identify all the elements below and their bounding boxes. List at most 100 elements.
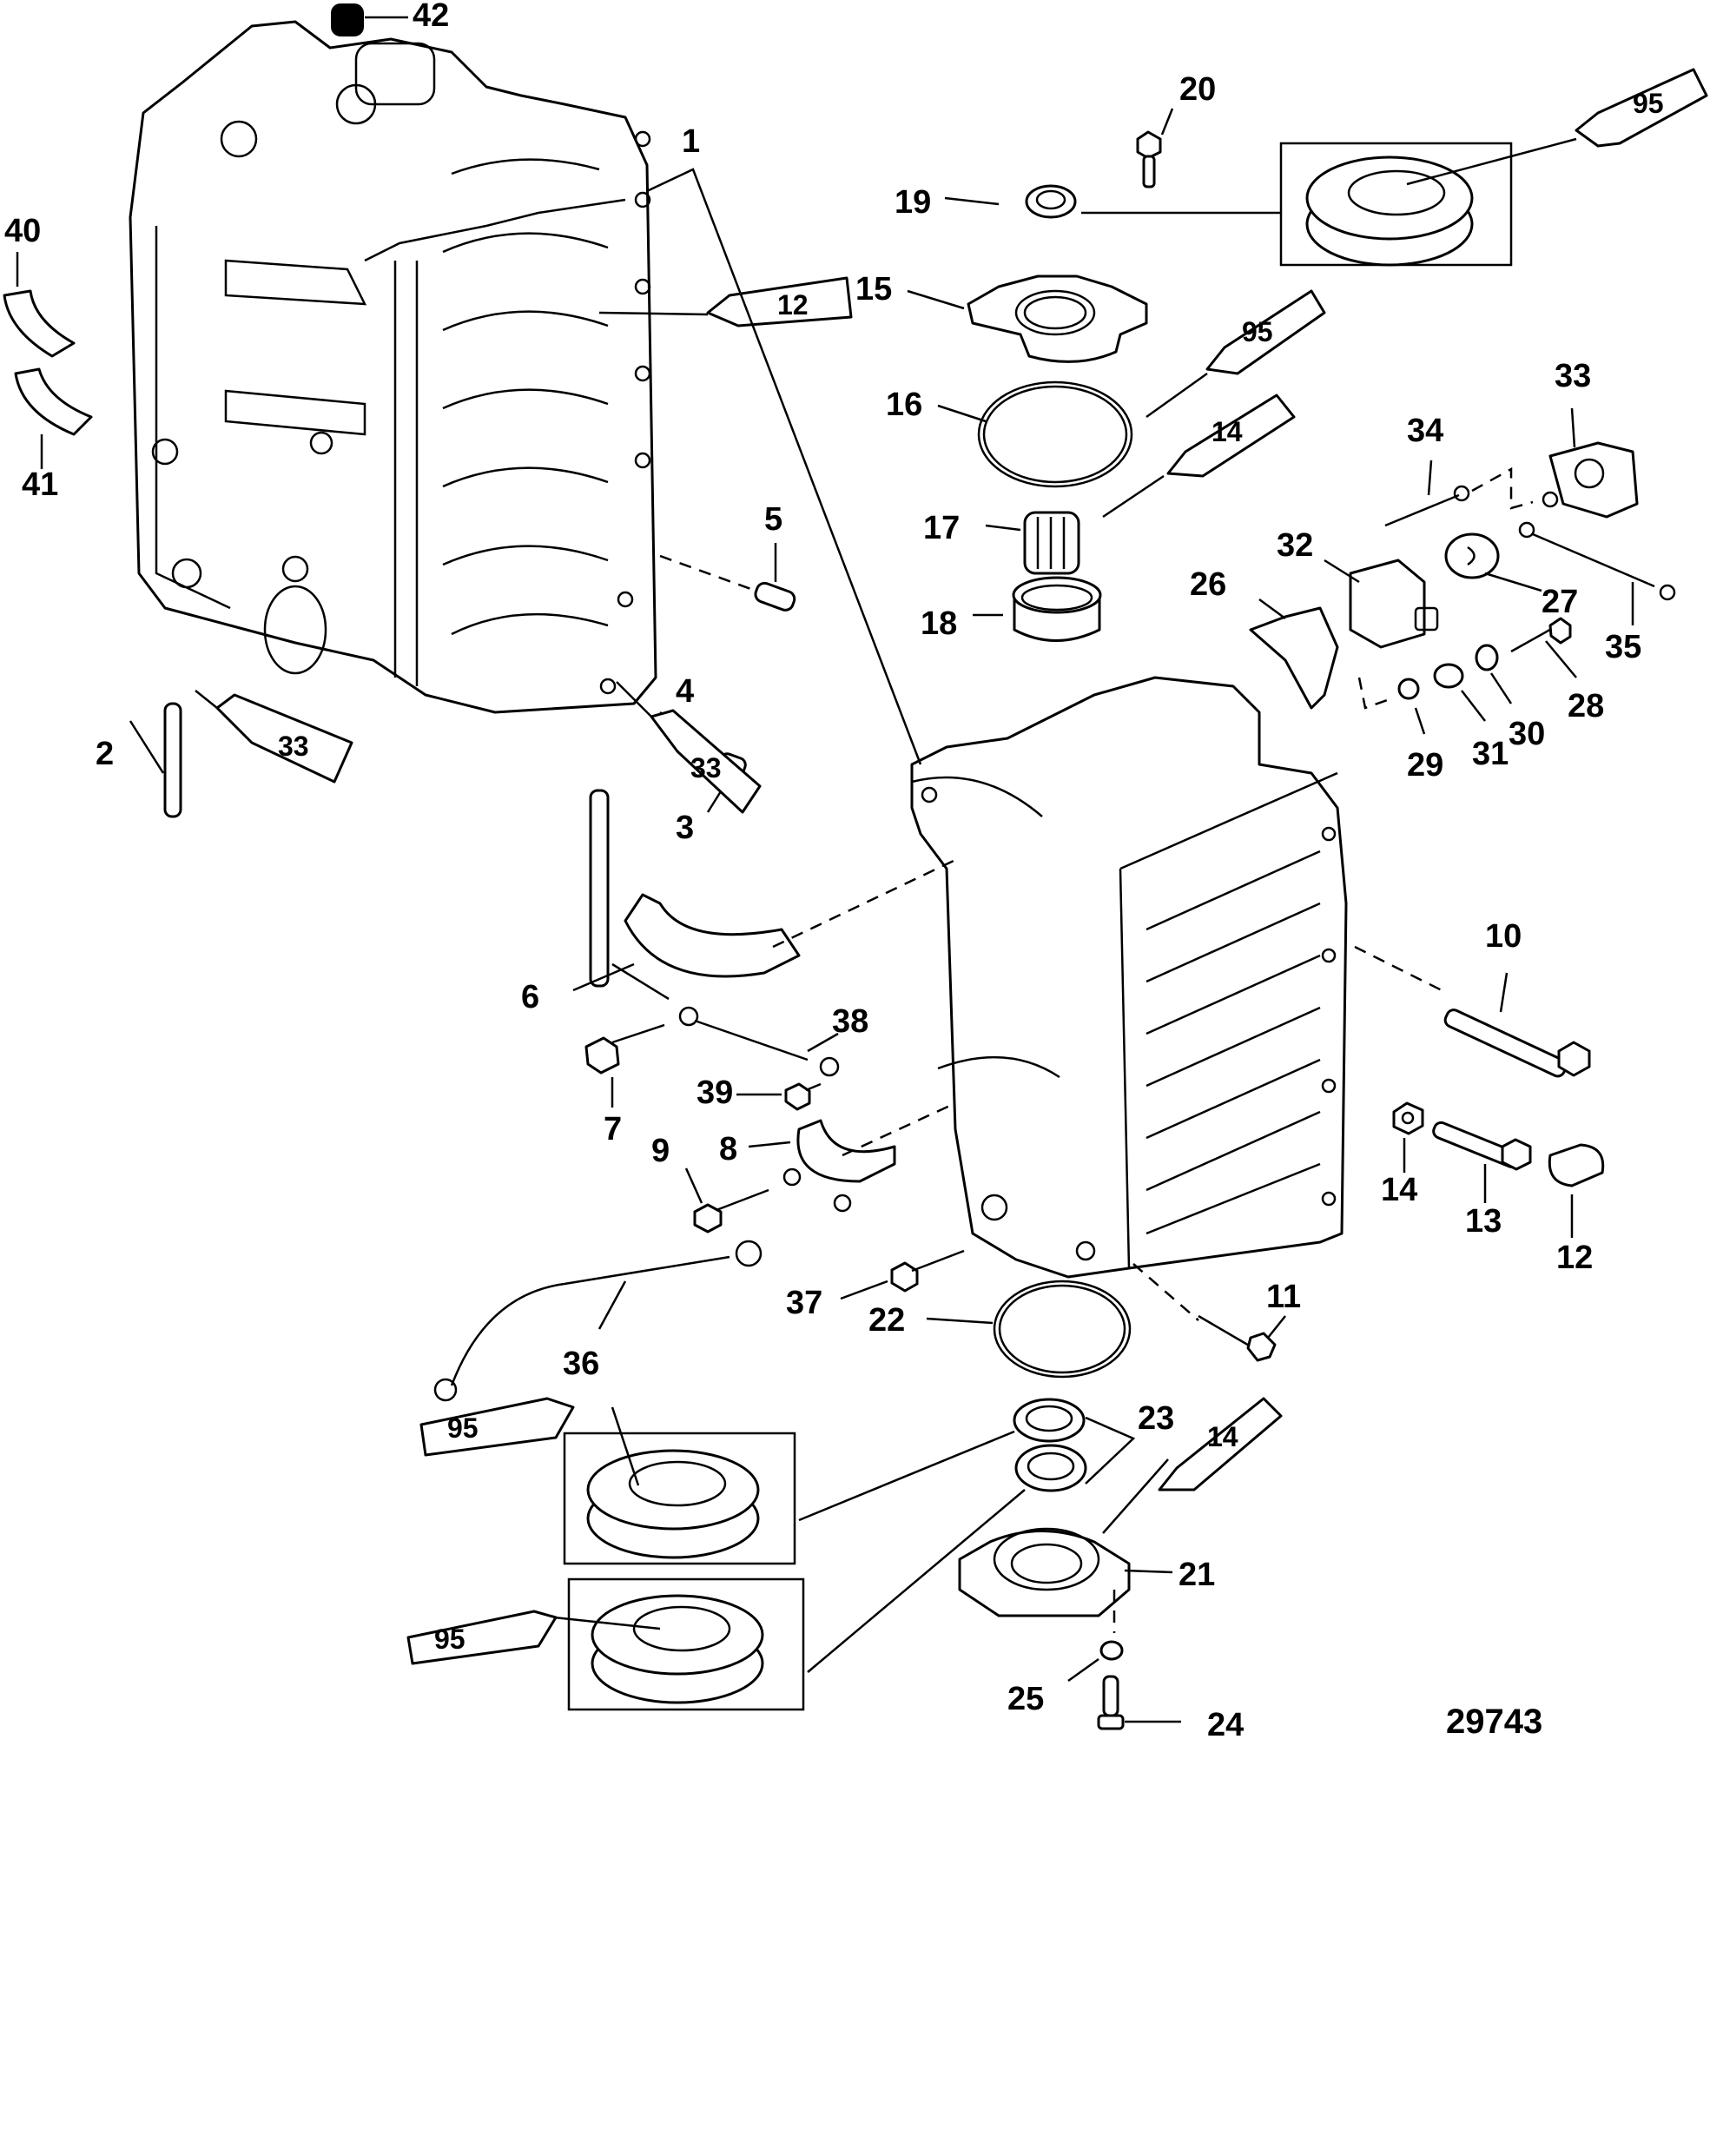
part-25-washer [1067,1640,1124,1683]
callout-21: 21 [1179,1557,1215,1593]
sealant-tube-95-mid: 95 [1205,289,1326,375]
callout-8: 8 [719,1131,737,1167]
callout-30: 30 [1509,716,1545,752]
callout-28: 28 [1568,688,1604,724]
part-38-strap [678,1006,840,1077]
callout-3: 3 [676,810,694,846]
svg-text:95: 95 [434,1624,465,1655]
callout-24: 24 [1207,1707,1244,1743]
callout-15: 15 [855,271,892,308]
callout-labels: 1 2 3 4 5 6 7 8 9 10 11 12 13 14 15 16 1… [4,0,1641,1743]
callout-22: 22 [868,1302,905,1339]
part-13-stud [1432,1121,1532,1203]
callout-14: 14 [1381,1172,1417,1208]
part-2-stud [129,702,182,818]
svg-text:14: 14 [1207,1421,1238,1452]
part-9-bolt [684,1167,769,1233]
callout-34: 34 [1407,413,1443,449]
part-1-leaders [646,168,922,765]
part-33-sensor-bracket [1542,407,1639,519]
svg-text:95: 95 [1633,88,1664,119]
sealant-tube-14-mid: 14 [1166,394,1296,478]
svg-text:33: 33 [690,752,722,784]
callout-20: 20 [1179,71,1216,108]
part-23-seals [798,1398,1136,1673]
part-5-dowel [659,543,796,612]
callout-38: 38 [832,1003,868,1040]
callout-18: 18 [921,605,957,642]
callout-2: 2 [96,736,114,772]
part-26-gasket [1249,598,1339,710]
callout-35: 35 [1605,629,1641,665]
part-37-bolt [840,1249,965,1300]
part-36-cable [433,1240,763,1402]
seal-detail-box-23-lower [553,1577,805,1711]
part-32-sensor [1324,559,1439,649]
crankcase [910,676,1348,1279]
svg-text:33: 33 [278,731,309,762]
part-27-cam-follower [1444,532,1542,592]
callout-19: 19 [895,184,931,221]
part-41-hose [14,367,93,469]
part-12-cap [1548,1143,1605,1238]
callout-1: 1 [682,123,700,160]
part-24-bolt [1097,1675,1181,1730]
callout-31: 31 [1472,736,1509,772]
part-30-washer [1475,644,1513,704]
sealant-tube-95-lower2: 95 [406,1610,558,1665]
callout-42: 42 [413,0,449,34]
callout-13: 13 [1465,1203,1502,1240]
cylinder-block [129,20,657,714]
part-3-stud [589,789,670,1001]
callout-29: 29 [1407,747,1443,784]
callout-25: 25 [1007,1681,1044,1717]
callout-5: 5 [764,501,782,538]
part-42-plug [331,3,408,36]
callout-17: 17 [923,510,960,546]
callout-40: 40 [4,213,41,249]
callout-7: 7 [604,1111,622,1147]
part-15-bearing-housing [907,274,1148,363]
callout-27: 27 [1542,584,1578,620]
part-22-o-ring [926,1280,1132,1379]
callout-23: 23 [1138,1400,1174,1437]
part-40-hose [3,252,76,358]
callout-33: 33 [1555,358,1591,394]
callout-9: 9 [651,1133,670,1169]
svg-text:12: 12 [777,289,809,321]
callout-36: 36 [563,1346,599,1382]
part-17-needle-bearing [985,474,1165,575]
seal-detail-box-23-upper [563,1406,796,1565]
part-28-screw [1510,617,1577,678]
part-35-link-rod [1518,521,1676,625]
part-18-sleeve [973,576,1102,642]
part-21-bearing-housing [958,1458,1173,1633]
sealant-tube-33-right: 33 [616,681,762,814]
callout-32: 32 [1277,527,1313,564]
sealant-tube-33-left: 33 [195,690,353,784]
callout-6: 6 [521,979,539,1015]
svg-text:95: 95 [447,1412,479,1444]
callout-41: 41 [22,466,58,503]
svg-text:14: 14 [1212,416,1243,447]
part-20-bolt [1136,108,1174,188]
callout-4: 4 [676,673,694,710]
callout-39: 39 [697,1075,733,1111]
sealant-tube-12: 12 [598,276,853,327]
callout-37: 37 [786,1285,822,1321]
callout-26: 26 [1190,566,1226,603]
figure-reference-number: 29743 [1446,1703,1542,1741]
part-31-bushing [1433,663,1486,722]
part-19-seal [944,184,1281,219]
part-7-bolt [584,1023,665,1108]
svg-text:95: 95 [1242,316,1273,347]
callout-12: 12 [1556,1240,1593,1276]
part-16-o-ring [937,372,1208,488]
part-14-nut [1392,1101,1424,1173]
part-8-bearing-cap [748,1101,956,1213]
seal-detail-box-19 [1279,137,1577,267]
part-29-washer [1357,677,1426,735]
part-39-screw [736,1082,822,1111]
part-10-bolt [1354,945,1591,1078]
